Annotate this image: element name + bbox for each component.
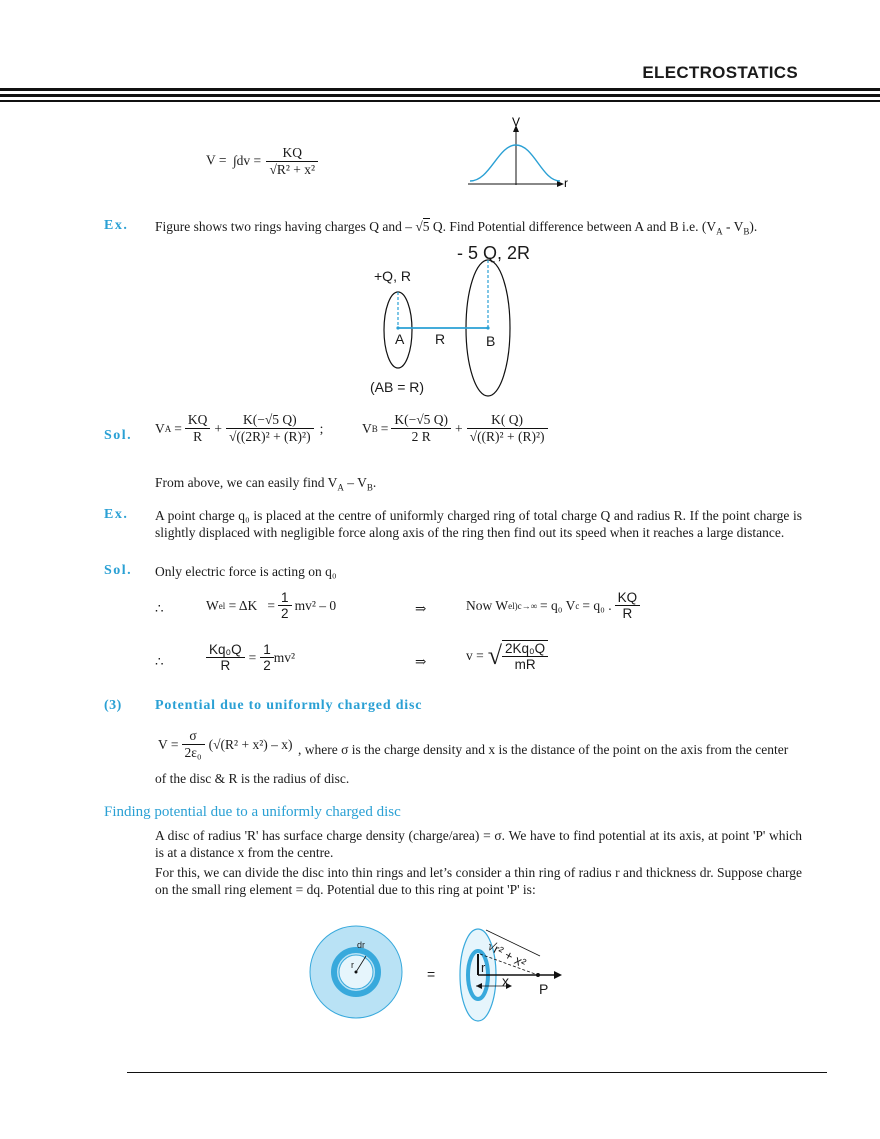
disc-equals: = — [427, 966, 436, 982]
therefore-1: ∴ — [155, 601, 164, 616]
disc-dr-label: dr — [357, 940, 366, 950]
section3-formula-text: , where σ is the charge density and x is… — [298, 742, 789, 757]
point-a-label: A — [395, 331, 405, 347]
disc-p-label: P — [539, 981, 549, 997]
sol2-text: Only electric force is acting on q₀ — [155, 564, 337, 579]
disc-figure — [309, 925, 562, 1022]
potential-graph: V r — [468, 115, 568, 190]
section3-formula-text2: of the disc & R is the radius of disc. — [155, 771, 350, 786]
sol2-label: Sol. — [104, 563, 133, 578]
disc-x-label: x — [502, 973, 509, 989]
page-title: ELECTROSTATICS — [642, 63, 798, 82]
rings-figure — [383, 259, 511, 397]
ex1-text: Figure shows two rings having charges Q … — [155, 218, 758, 237]
subsection-title: Finding potential due to a uniformly cha… — [104, 804, 401, 820]
ex2-label: Ex. — [104, 507, 129, 522]
ex1-label: Ex. — [104, 218, 129, 233]
graph-y-label: V — [512, 115, 520, 129]
implies-1: ⇒ — [415, 601, 427, 616]
footer-rule — [127, 1072, 827, 1073]
top-formula: V = ∫dv = KQ √R² + x² — [206, 145, 319, 178]
ex2-text: A point charge q₀ is placed at the centr… — [155, 508, 802, 540]
ab-note: (AB = R) — [370, 379, 425, 395]
point-b-label: B — [486, 333, 496, 349]
subsection-para2: For this, we can divide the disc into th… — [155, 865, 802, 897]
ring-small-label: +Q, R — [374, 268, 411, 284]
section3-title: Potential due to uniformly charged disc — [155, 698, 423, 713]
sol1-label: Sol. — [104, 428, 133, 443]
sol1-text: From above, we can easily find VA – VB. — [155, 475, 377, 493]
disc-r-label: r — [351, 960, 354, 970]
distance-label: R — [435, 331, 446, 347]
disc-r2-label: r — [481, 960, 486, 975]
implies-2: ⇒ — [415, 654, 427, 669]
ring-big-label: - 5 Q, 2R — [457, 243, 531, 263]
header-rule-2 — [0, 94, 880, 97]
header-rule-3 — [0, 100, 880, 102]
subsection-para1: A disc of radius 'R' has surface charge … — [155, 828, 802, 860]
graph-x-label: r — [564, 176, 568, 190]
therefore-2: ∴ — [155, 654, 164, 669]
section3-num: (3) — [104, 698, 122, 713]
header-rule-1 — [0, 88, 880, 91]
